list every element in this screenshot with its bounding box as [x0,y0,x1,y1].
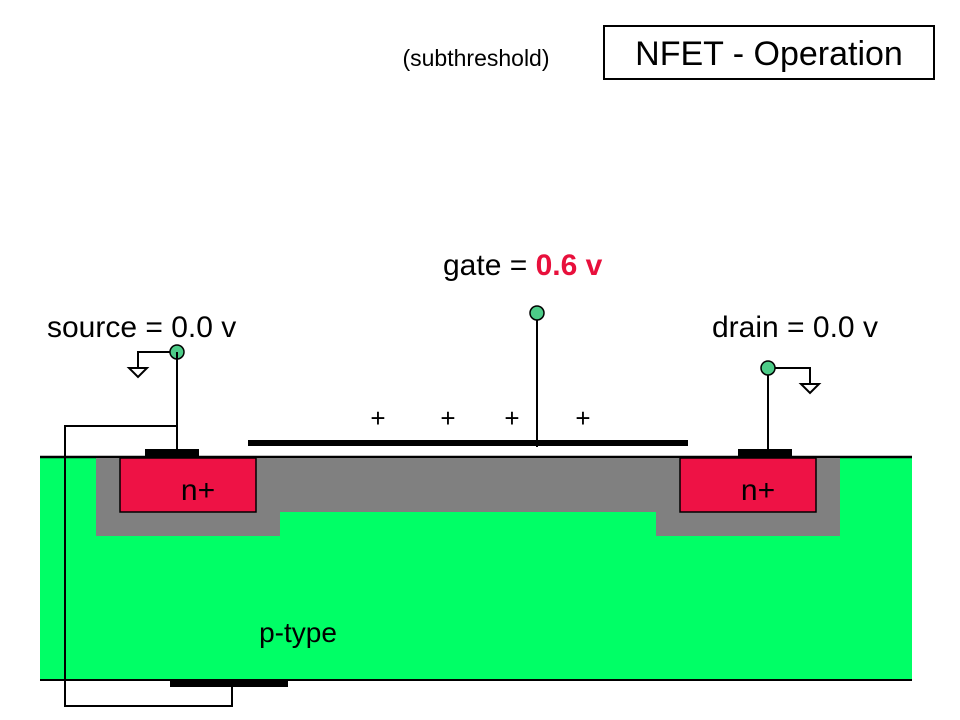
source-n-plus-region [119,457,257,513]
substrate-label: p-type [259,617,337,648]
drain-terminal-node [760,360,776,376]
page-title: NFET - Operation [635,35,903,73]
mode-label: (subthreshold) [402,45,549,71]
drain-label: drain = 0.0 v [712,311,878,344]
source-n-plus-label: n+ [181,474,215,507]
gate-terminal-node [529,305,545,321]
source-ground-wire [137,351,170,368]
gate-label-prefix: gate = [443,249,536,282]
gate-label: gate = 0.6 v [443,249,603,282]
source-label-prefix: source = [47,311,171,344]
gate-voltage-value: 0.6 v [536,249,603,282]
body-contact [170,680,288,687]
drain-ground-wire [775,367,811,384]
gate-charge: + [440,403,455,433]
source-ground-icon [126,367,150,379]
drain-ground-icon [798,383,822,395]
drain-contact [738,449,792,456]
drain-n-plus-label: n+ [741,474,775,507]
depletion-region [96,458,840,536]
drain-label-prefix: drain = [712,311,813,344]
gate-charge: + [575,403,590,433]
gate-charge: + [370,403,385,433]
drain-voltage-value: 0.0 v [813,311,878,344]
source-voltage-value: 0.0 v [171,311,236,344]
drain-n-plus-region [679,457,817,513]
title-box [603,25,935,80]
source-label: source = 0.0 v [47,311,236,344]
gate-electrode [248,440,688,446]
source-contact [145,449,199,456]
gate-charge: + [504,403,519,433]
body-wire [64,352,233,707]
